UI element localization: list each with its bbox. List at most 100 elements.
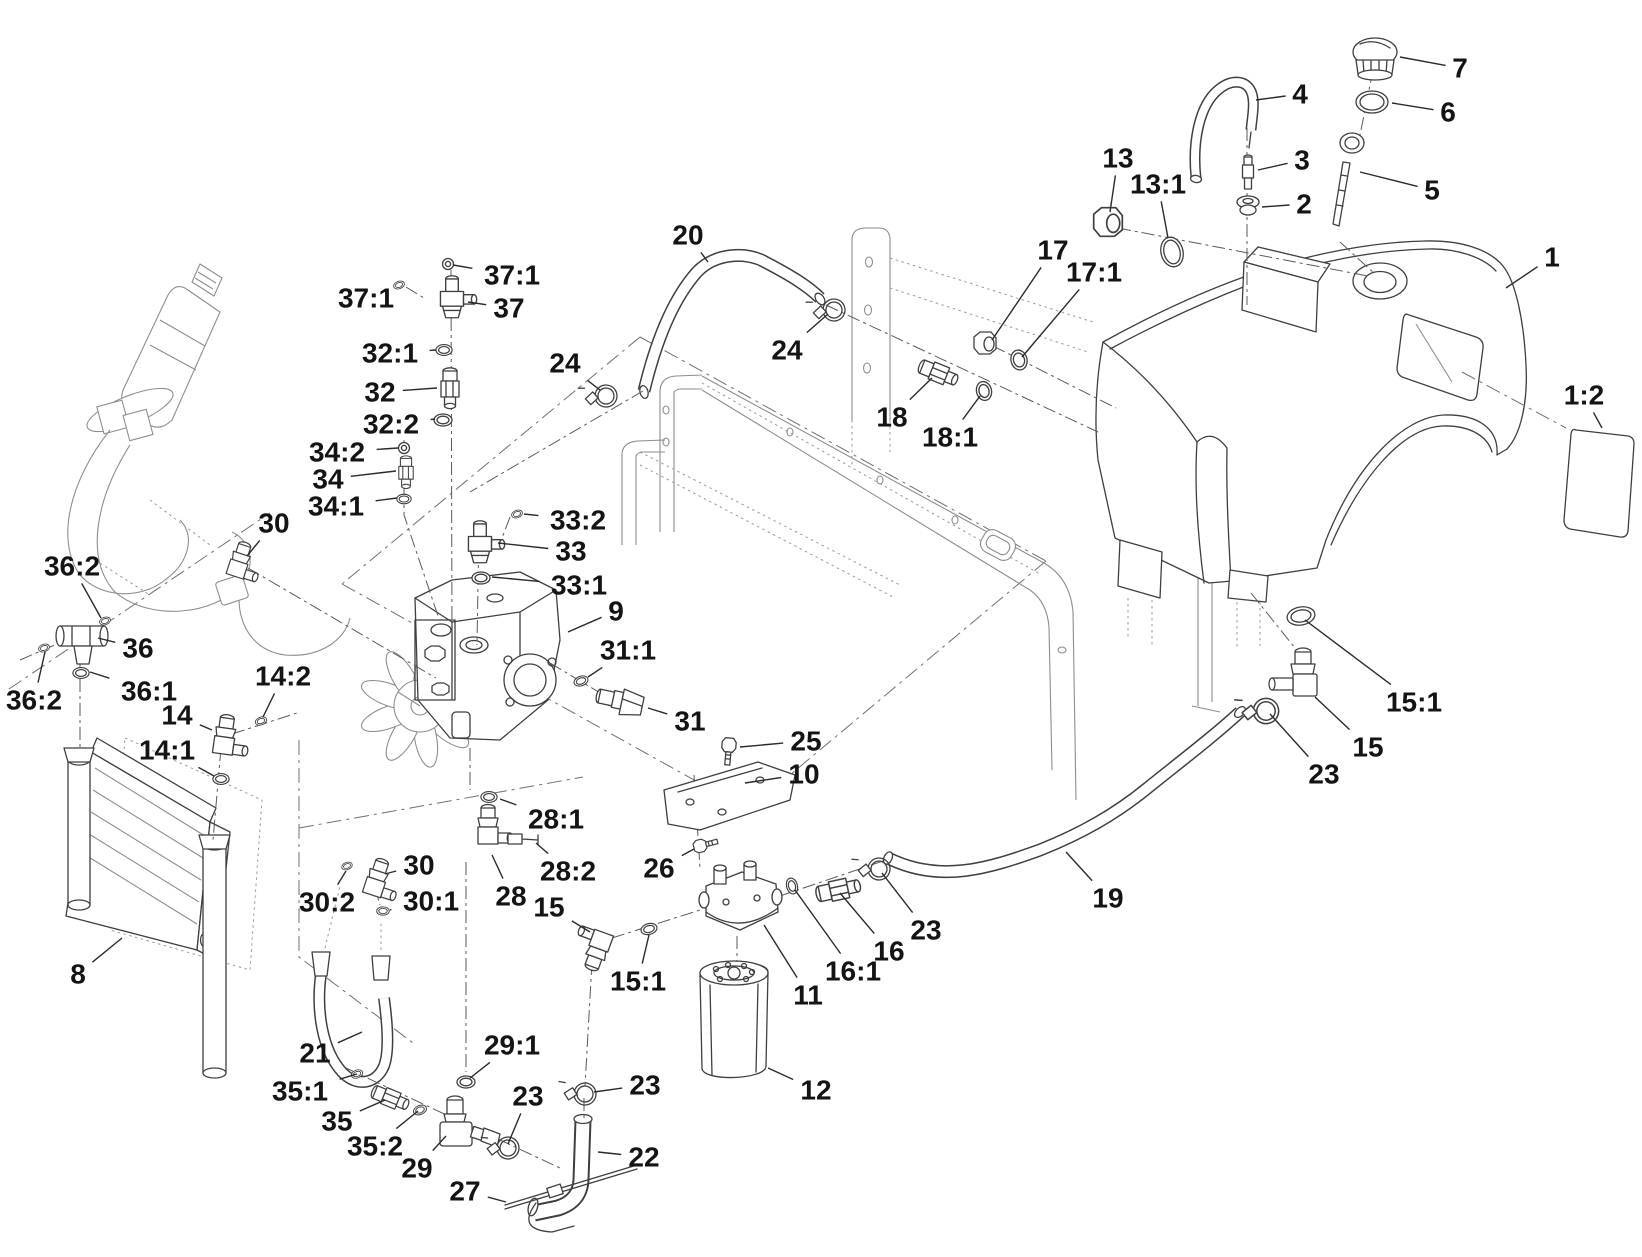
callout-leader-line (246, 539, 261, 557)
steering-valve-reference-drawing (67, 263, 351, 656)
callout-leader-line (909, 377, 933, 401)
part-callout-label: 22 (628, 1142, 659, 1173)
callout-leader-line (1505, 266, 1538, 289)
callout-leader-line (350, 470, 397, 477)
part-callout-label: 36:1 (121, 676, 177, 707)
part-31-1-oring-drawing (572, 673, 590, 689)
part-37-fitting-drawing (439, 275, 478, 319)
part-37-1-seal-top-drawing (441, 257, 455, 271)
hose-19-drawing (882, 705, 1247, 879)
part-callout-label: 15 (533, 892, 564, 923)
part-callout-label: 15:1 (610, 966, 666, 997)
callout-leader-line (681, 848, 695, 857)
oil-filter-drawing (699, 960, 769, 1079)
callout-leader-line (571, 920, 591, 933)
part-callout-label: 29 (401, 1153, 432, 1184)
part-callout-label: 15:1 (1386, 687, 1442, 718)
callout-leader-line (262, 693, 276, 718)
callout-leader-line (432, 1135, 447, 1152)
part-callout-label: 5 (1424, 175, 1440, 206)
callout-leader-line (881, 872, 914, 914)
callout-leader-line (962, 395, 981, 421)
part-15-elbow-left-drawing (566, 923, 615, 974)
callout-leader-line (467, 301, 487, 306)
part-callout-label: 33:2 (550, 505, 606, 536)
callout-leader-line (1160, 201, 1169, 239)
part-callout-label: 13:1 (1130, 169, 1186, 200)
part-callout-label: 36:2 (6, 685, 62, 716)
part-callout-label: 1 (1544, 242, 1560, 273)
part-34-2-seal-drawing (397, 441, 411, 455)
callout-leader-line (1399, 56, 1446, 67)
part-25-bolt-drawing (719, 736, 738, 767)
part-30-1-oring-drawing (376, 906, 390, 916)
oil-cooler-drawing (63, 737, 263, 1079)
callout-leader-line (567, 616, 602, 633)
callout-leader-line (597, 1151, 622, 1156)
part-callout-label: 37 (493, 293, 524, 324)
callout-leader-line (1065, 851, 1093, 882)
callout-leader-line (359, 1099, 386, 1112)
part-5-dipstick-drawing (1332, 132, 1365, 227)
part-32-1-oring-drawing (435, 344, 453, 356)
part-callout-label: 12 (800, 1075, 831, 1106)
part-35-fitting-drawing (368, 1082, 412, 1114)
callout-leader-line (1109, 175, 1117, 213)
part-callout-label: 20 (672, 220, 703, 251)
part-callout-label: 36 (122, 633, 153, 664)
part-30-2-oring-drawing (340, 860, 354, 872)
part-29-tee-drawing (439, 1095, 501, 1148)
part-callout-label: 24 (771, 335, 803, 366)
callout-leader-line (89, 671, 110, 679)
callout-leader-line (1269, 713, 1309, 758)
part-30-elbow-lower-drawing (361, 855, 407, 903)
part-callout-label: 11 (793, 980, 823, 1011)
part-6-oring-drawing (1355, 90, 1389, 114)
callout-leader-line (1391, 102, 1434, 111)
callout-leader-line (1021, 288, 1080, 358)
part-callout-label: 35:1 (272, 1076, 328, 1107)
part-15-1-oring-left-drawing (639, 921, 659, 937)
bracket-drawing (663, 761, 796, 831)
part-15-elbow-right-drawing (1268, 647, 1318, 697)
part-callout-label: 1:2 (1564, 380, 1604, 411)
part-callout-label: 31 (674, 706, 705, 737)
callout-leader-line (744, 776, 782, 784)
part-28-1-oring-drawing (480, 791, 498, 803)
callout-leader-line (991, 267, 1042, 341)
part-18-fitting-drawing (915, 356, 962, 390)
callout-leader-line (839, 892, 875, 935)
callout-leader-line (402, 387, 438, 392)
callout-leader-line (487, 1196, 507, 1203)
hoses-drawing (311, 76, 1259, 1233)
part-callout-label: 17:1 (1066, 257, 1122, 288)
part-36-2-oring-left-drawing (37, 642, 51, 654)
part-7-cap-drawing (1352, 37, 1398, 81)
callout-leader-line (1359, 171, 1418, 188)
callout-leader-line (806, 313, 829, 334)
part-callout-label: 14:1 (139, 735, 195, 766)
callout-leader-line (491, 854, 504, 879)
part-callout-label: 18:1 (922, 422, 978, 453)
part-14-elbow-drawing (211, 712, 254, 758)
callout-leader-line (739, 742, 784, 748)
part-callout-label: 23 (629, 1070, 660, 1101)
callout-leader-line (81, 583, 102, 619)
part-callout-label: 32 (364, 377, 395, 408)
part-37-1-seal-left-drawing (392, 279, 406, 291)
callout-leader-line (337, 1031, 363, 1044)
part-28-2-screw-drawing (507, 833, 539, 846)
part-callout-label: 15 (1352, 732, 1383, 763)
callout-leader-line (767, 1067, 794, 1081)
part-callout-label: 29:1 (484, 1030, 540, 1061)
part-callout-label: 26 (643, 853, 674, 884)
callout-leader-line (395, 1110, 419, 1130)
part-14-2-oring-drawing (253, 714, 269, 728)
callout-leader-line (198, 766, 215, 777)
part-callout-label: 17 (1037, 235, 1068, 266)
part-2-grommet-drawing (1236, 195, 1260, 216)
part-callout-label: 34:2 (309, 437, 365, 468)
callout-leader-line (337, 870, 347, 885)
